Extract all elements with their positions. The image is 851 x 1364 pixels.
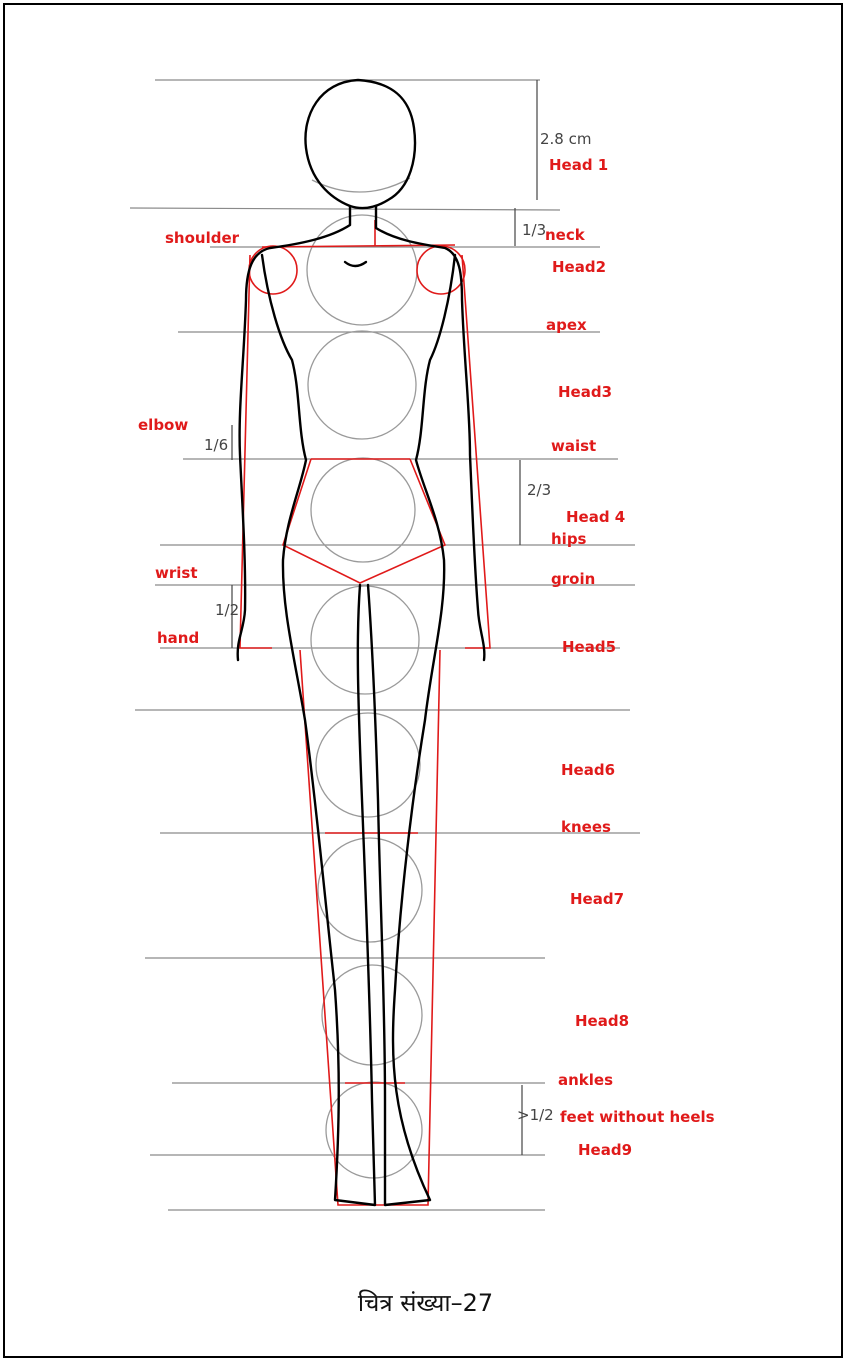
label-neck: neck (545, 226, 586, 244)
label-hips: hips (551, 530, 587, 548)
label-feet-fraction: >1/2 (517, 1106, 554, 1124)
circle-ribcage (308, 331, 416, 439)
shoulder-joint-right (417, 246, 465, 294)
figure-outline (238, 80, 485, 1205)
right-body-leg (368, 255, 455, 1205)
collarbone (345, 262, 366, 266)
label-head5: Head5 (562, 638, 616, 656)
circle-chest (307, 215, 417, 325)
label-waist: waist (551, 437, 596, 455)
label-ankles: ankles (558, 1071, 613, 1089)
label-waist-hips-fraction: 2/3 (527, 481, 551, 499)
label-knees: knees (561, 818, 611, 836)
figure-caption: चित्र संख्या–27 (0, 1286, 851, 1319)
right-labels: Head 1 neck Head2 apex Head3 waist Head … (545, 156, 715, 1159)
circle-pelvis (311, 458, 415, 562)
circle-thigh-lower (316, 713, 420, 817)
leg-guide-right (382, 650, 440, 1205)
label-head9: Head9 (578, 1141, 632, 1159)
leg-guide-left (300, 650, 382, 1205)
label-head8: Head8 (575, 1012, 629, 1030)
right-torso-arm (376, 206, 484, 660)
label-elbow-fraction: 1/6 (204, 436, 228, 454)
measurement-labels: 2.8 cm 1/3 1/6 2/3 1/2 >1/2 (204, 130, 591, 1124)
label-hand-fraction: 1/2 (215, 601, 239, 619)
label-head4: Head 4 (566, 508, 625, 526)
guide-line-chin (130, 208, 560, 210)
label-apex: apex (546, 316, 587, 334)
construction-circles (307, 178, 422, 1178)
head-outline (305, 80, 415, 208)
label-groin: groin (551, 570, 595, 588)
label-elbow: elbow (138, 416, 188, 434)
circle-thigh-upper (311, 586, 419, 694)
label-scale: 2.8 cm (540, 130, 591, 148)
label-feet-without-heels: feet without heels (560, 1108, 715, 1126)
label-head3: Head3 (558, 383, 612, 401)
label-head2: Head2 (552, 258, 606, 276)
label-head7: Head7 (570, 890, 624, 908)
shoulder-joint-left (249, 246, 297, 294)
label-shoulder: shoulder (165, 229, 240, 247)
label-head1: Head 1 (549, 156, 608, 174)
label-neck-fraction: 1/3 (522, 221, 546, 239)
label-head6: Head6 (561, 761, 615, 779)
label-wrist: wrist (155, 564, 198, 582)
label-hand: hand (157, 629, 199, 647)
left-torso-arm (238, 206, 350, 660)
